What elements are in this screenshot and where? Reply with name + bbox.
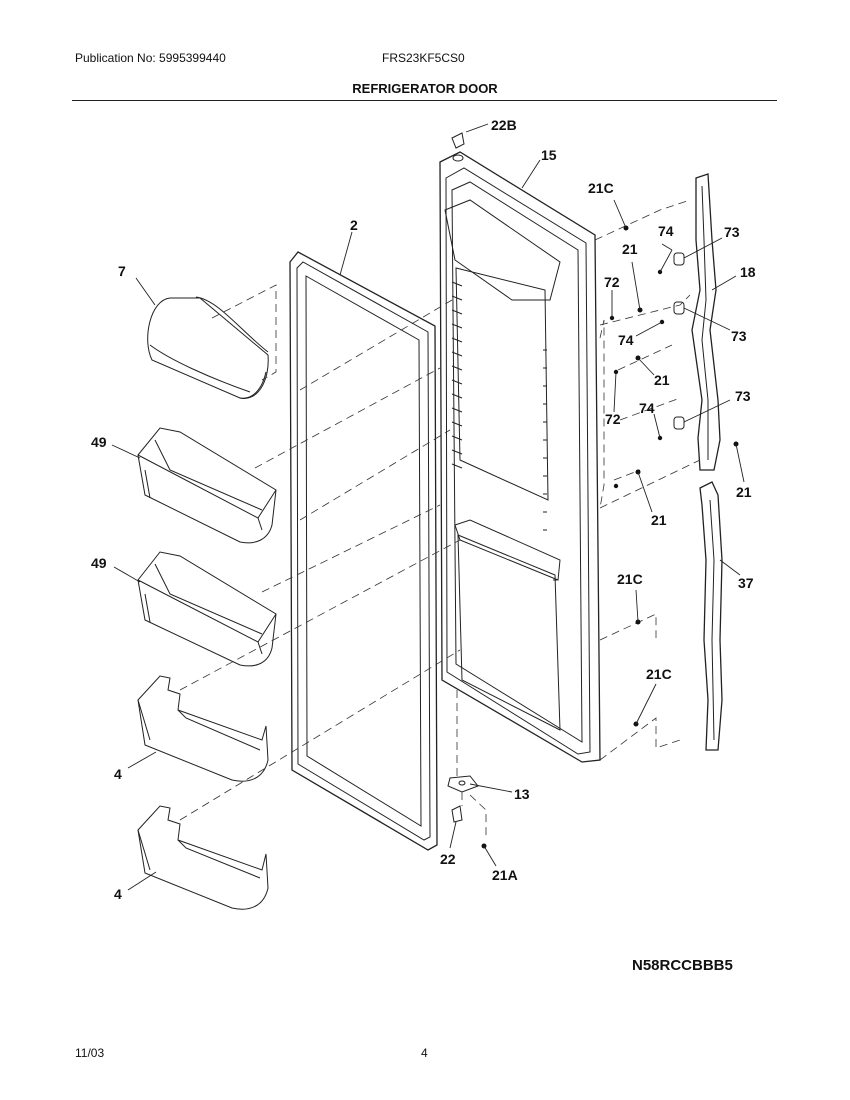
dairy-bin bbox=[147, 296, 269, 399]
callout-21c-bottom: 21C bbox=[646, 666, 672, 682]
callout-15: 15 bbox=[541, 147, 557, 163]
callout-18: 18 bbox=[740, 264, 756, 280]
publication-number: Publication No: 5995399440 bbox=[75, 51, 226, 65]
callout-21-middle: 21 bbox=[654, 372, 670, 388]
callout-74-top: 74 bbox=[658, 223, 674, 239]
callout-37: 37 bbox=[738, 575, 754, 591]
callout-21-lower: 21 bbox=[651, 512, 667, 528]
shelf-tabs bbox=[451, 281, 557, 581]
footer-date: 11/03 bbox=[75, 1046, 105, 1060]
callout-73-middle: 73 bbox=[731, 328, 747, 344]
handle-lower bbox=[699, 481, 723, 751]
callout-4-lower: 4 bbox=[114, 886, 122, 902]
handle-upper bbox=[691, 173, 721, 471]
callout-21-handle: 21 bbox=[736, 484, 752, 500]
callout-21c-top: 21C bbox=[588, 180, 614, 196]
diagram-code: N58RCCBBB5 bbox=[632, 957, 733, 974]
page-title: REFRIGERATOR DOOR bbox=[352, 81, 498, 96]
callout-21-upper: 21 bbox=[622, 241, 638, 257]
door-panel bbox=[439, 151, 601, 763]
bin-49-lower bbox=[137, 551, 277, 667]
model-number: FRS23KF5CS0 bbox=[382, 51, 465, 65]
callout-49-lower: 49 bbox=[91, 555, 107, 571]
callout-72-lower: 72 bbox=[605, 411, 621, 427]
page-number: 4 bbox=[421, 1046, 428, 1060]
callout-74-lower: 74 bbox=[639, 400, 655, 416]
callout-49-upper: 49 bbox=[91, 434, 107, 450]
callout-73-top: 73 bbox=[724, 224, 740, 240]
fasteners bbox=[481, 225, 739, 849]
bin-49-upper bbox=[137, 427, 277, 544]
spacers-73 bbox=[673, 252, 685, 430]
callout-22: 22 bbox=[440, 851, 456, 867]
header-rule bbox=[72, 100, 777, 101]
callout-7: 7 bbox=[118, 263, 126, 279]
callout-21c-middle: 21C bbox=[617, 571, 643, 587]
assembly-lines bbox=[179, 199, 701, 840]
callout-21a: 21A bbox=[492, 867, 518, 883]
callout-2: 2 bbox=[350, 217, 358, 233]
bin-4-upper bbox=[137, 675, 269, 782]
callout-72-upper: 72 bbox=[604, 274, 620, 290]
callout-73-lower: 73 bbox=[735, 388, 751, 404]
small-parts bbox=[447, 132, 479, 823]
callout-13: 13 bbox=[514, 786, 530, 802]
door-gasket bbox=[289, 251, 438, 851]
bin-4-lower bbox=[137, 805, 269, 910]
callout-22b: 22B bbox=[491, 117, 517, 133]
leader-lines bbox=[111, 123, 745, 891]
callout-74-middle: 74 bbox=[618, 332, 634, 348]
callout-4-upper: 4 bbox=[114, 766, 122, 782]
